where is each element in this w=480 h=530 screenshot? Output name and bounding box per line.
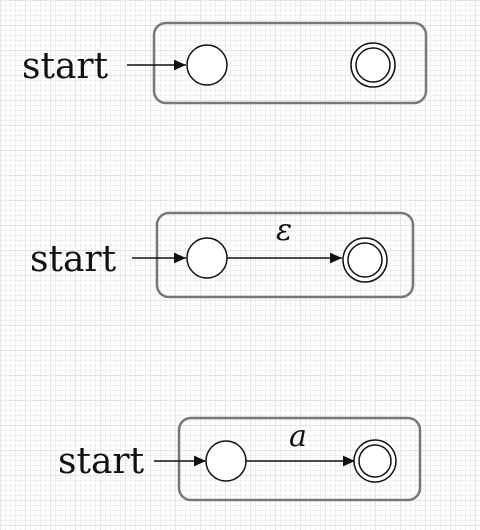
start-label-1: start (22, 46, 109, 87)
accept-state-inner-2 (347, 242, 383, 278)
accept-state-inner-1 (355, 47, 391, 83)
initial-state-1 (186, 44, 228, 86)
automaton-2: start ε (30, 211, 415, 299)
start-label-2: start (30, 239, 117, 280)
accept-state-outer-1 (350, 42, 396, 88)
edge-label-epsilon: ε (276, 213, 292, 248)
edge-label-a: a (289, 419, 307, 454)
automaton-2-box (155, 211, 415, 299)
initial-state-3 (205, 440, 247, 482)
initial-state-2 (186, 237, 228, 279)
automaton-3: start a (58, 416, 422, 502)
accept-state-outer-2 (342, 237, 388, 283)
automaton-1: start (22, 21, 428, 105)
accept-state-outer-3 (353, 439, 397, 483)
automaton-1-box (152, 21, 428, 105)
automaton-3-box (177, 416, 422, 502)
accept-state-inner-3 (358, 444, 392, 478)
start-label-3: start (58, 441, 145, 482)
